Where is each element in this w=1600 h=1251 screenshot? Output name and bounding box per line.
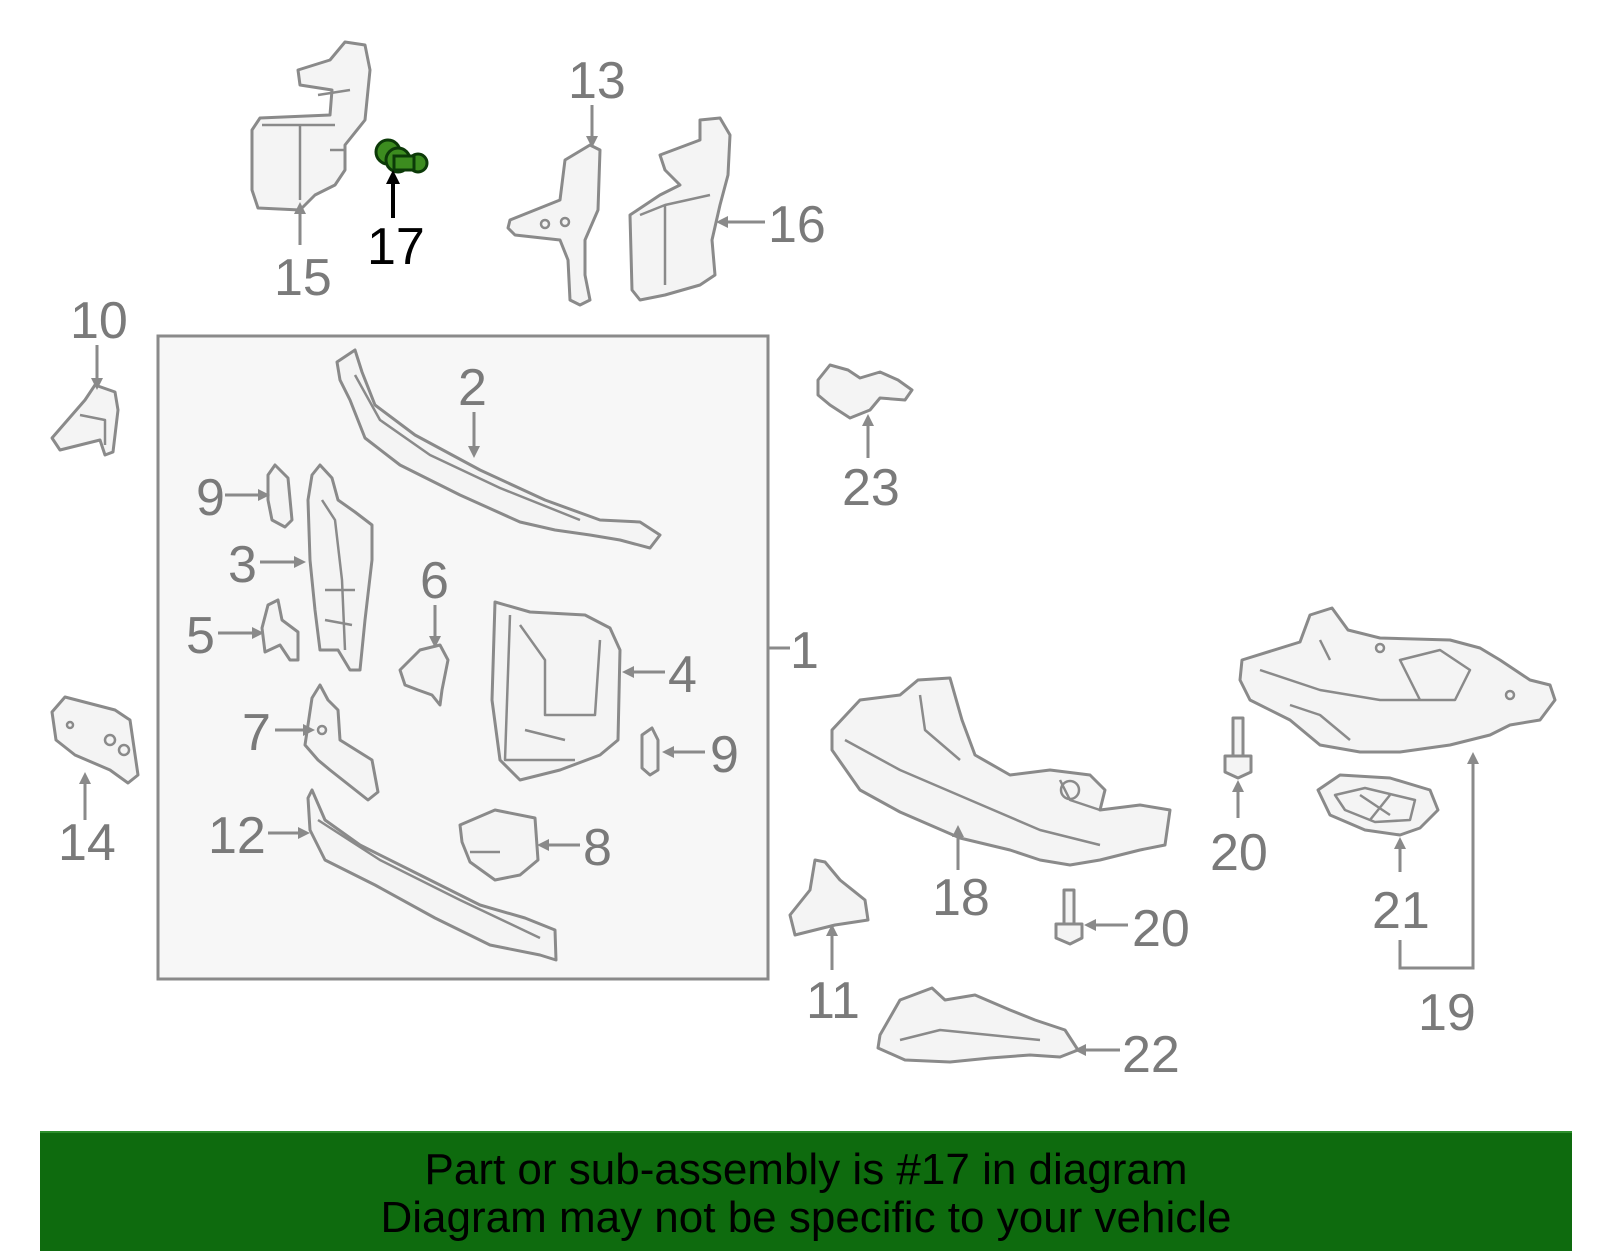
label-9b: 9: [710, 726, 739, 784]
label-10: 10: [70, 292, 128, 350]
label-4: 4: [668, 646, 697, 704]
info-banner-line-2: Diagram may not be specific to your vehi…: [380, 1193, 1232, 1242]
label-11: 11: [806, 972, 860, 1030]
part-9a-shape[interactable]: [266, 463, 294, 529]
label-5: 5: [186, 607, 215, 665]
label-15: 15: [274, 249, 332, 307]
part-8-shape[interactable]: [458, 808, 540, 882]
part-5-shape[interactable]: [260, 598, 300, 662]
part-23-shape[interactable]: [816, 363, 914, 420]
info-banner: Part or sub-assembly is #17 in diagram D…: [40, 1131, 1572, 1251]
part-20a-shape[interactable]: [1223, 716, 1253, 780]
assembly-box: [156, 334, 770, 981]
part-3-shape[interactable]: [306, 463, 374, 672]
label-20b: 20: [1132, 900, 1190, 958]
part-14-shape[interactable]: [50, 695, 140, 785]
part-11-shape[interactable]: [788, 858, 870, 937]
label-16: 16: [768, 196, 826, 254]
label-13: 13: [568, 52, 626, 110]
label-22: 22: [1122, 1026, 1180, 1084]
label-6: 6: [420, 552, 449, 610]
label-18: 18: [932, 869, 990, 927]
label-21: 21: [1372, 882, 1430, 940]
label-3: 3: [228, 536, 257, 594]
part-6-shape[interactable]: [398, 643, 450, 707]
part-21-shape[interactable]: [1316, 773, 1440, 837]
label-1: 1: [790, 622, 819, 680]
part-9b-shape[interactable]: [640, 726, 660, 777]
label-20a: 20: [1210, 824, 1268, 882]
label-17: 17: [367, 218, 425, 276]
part-4-shape[interactable]: [490, 600, 622, 782]
info-banner-line-1: Part or sub-assembly is #17 in diagram: [424, 1145, 1188, 1194]
label-23: 23: [842, 459, 900, 517]
label-2: 2: [458, 359, 487, 417]
part-18-shape[interactable]: [830, 676, 1172, 867]
part-15-shape[interactable]: [250, 40, 372, 212]
part-20b-shape[interactable]: [1054, 888, 1084, 946]
label-14: 14: [58, 814, 116, 872]
part-10-shape[interactable]: [50, 383, 120, 457]
part-17-highlighted[interactable]: [374, 138, 429, 174]
part-19-shape[interactable]: [1238, 606, 1557, 754]
part-13-shape[interactable]: [506, 143, 602, 307]
label-9a: 9: [196, 469, 225, 527]
part-22-shape[interactable]: [876, 986, 1080, 1064]
label-12: 12: [208, 807, 266, 865]
part-7-shape[interactable]: [303, 683, 380, 802]
label-7: 7: [242, 704, 271, 762]
label-8: 8: [583, 819, 612, 877]
label-19: 19: [1418, 984, 1476, 1042]
part-12-shape[interactable]: [306, 788, 558, 962]
part-16-shape[interactable]: [628, 116, 732, 302]
part-2-shape[interactable]: [335, 348, 662, 550]
